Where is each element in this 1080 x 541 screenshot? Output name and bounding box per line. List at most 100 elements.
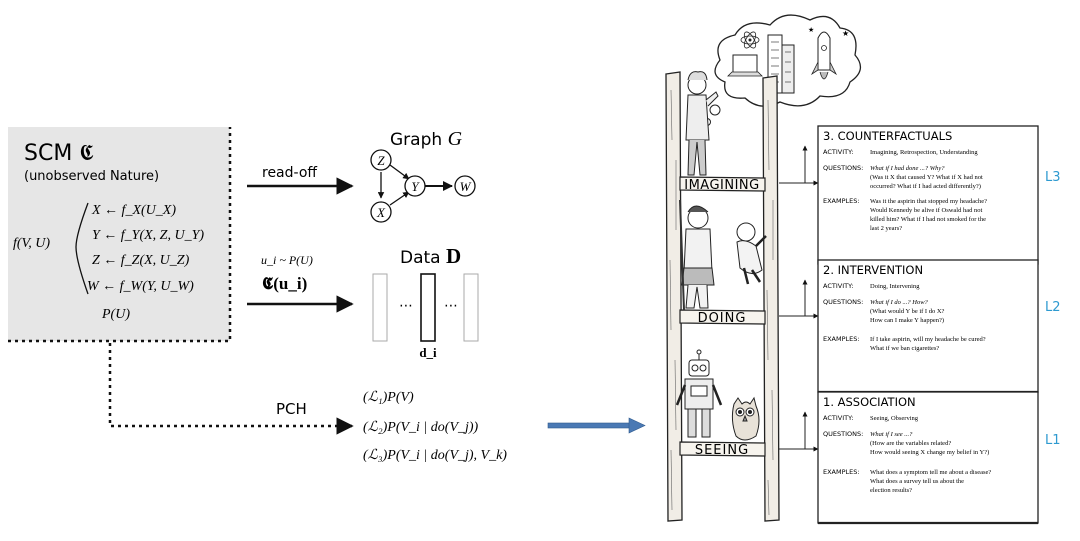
read-off-arrow: read-off <box>247 165 354 195</box>
card-association: 1. ASSOCIATION ACTIVITY: Seeing, Observi… <box>817 391 1039 525</box>
card-3-example-3: killed him? What if I had not smoked for… <box>870 216 986 223</box>
connector-lines <box>779 145 819 452</box>
card-3-example-2: Would Kennedy be alive if Oswald had not <box>870 207 982 214</box>
thought-cloud: ★ ★ <box>703 14 862 126</box>
scm-box: SCM 𝕮 (unobserved Nature) f(V, U) X ← f_… <box>8 127 232 343</box>
blue-connector-arrow <box>547 417 646 434</box>
card-1-question-1: What if I see ...? <box>870 431 913 438</box>
pch-level-3: (ℒ₃)P(V_i | do(V_j), V_k) <box>363 448 507 463</box>
card-1-activity: Seeing, Observing <box>870 415 919 422</box>
card-1-examples-label: EXAMPLES: <box>823 468 860 476</box>
pch-level-2: (ℒ₂)P(V_i | do(V_j)) <box>363 420 479 435</box>
svg-text:★: ★ <box>808 26 814 34</box>
scm-equation-w: W ← f_W(Y, U_W) <box>87 279 194 294</box>
card-1-example-1: What does a symptom tell me about a dise… <box>870 469 991 476</box>
robot-figure <box>675 349 723 438</box>
data-column-label: d_i <box>419 345 437 360</box>
card-3-activity: Imagining, Retrospection, Understanding <box>870 149 978 156</box>
graph-node-z <box>370 149 392 171</box>
data-column-n <box>463 273 479 342</box>
rung-seeing: SEEING <box>679 441 766 458</box>
card-3-question-2: (Was it X that caused Y? What if X had n… <box>870 174 983 181</box>
card-2-examples-label: EXAMPLES: <box>823 335 860 343</box>
scm-equation-x: X ← f_X(U_X) <box>91 203 176 218</box>
laptop-icon <box>727 54 763 77</box>
graph-node-w <box>454 175 476 197</box>
card-2-activity: Doing, Intervening <box>870 283 920 290</box>
scm-subtitle: (unobserved Nature) <box>24 169 159 184</box>
graph-node-w-label: W <box>460 179 472 194</box>
card-2-questions-label: QUESTIONS: <box>823 298 863 306</box>
card-3-questions-label: QUESTIONS: <box>823 164 863 172</box>
card-2-example-2: What if we ban cigarettes? <box>870 345 939 352</box>
ladder-left-rail <box>665 71 683 522</box>
card-1-title: 1. ASSOCIATION <box>823 395 916 409</box>
data-ellipsis-2: ⋯ <box>444 298 458 314</box>
card-2-question-1: What if I do ...? How? <box>870 299 929 306</box>
rung-doing-label: DOING <box>698 311 747 326</box>
card-3-question-1: What if I had done ...? Why? <box>870 165 945 172</box>
data-apply-label: 𝕮(u_i) <box>262 274 307 293</box>
scm-title: SCM 𝕮 <box>24 141 94 166</box>
scm-function-label: f(V, U) <box>13 236 50 251</box>
owl-figure <box>731 396 760 441</box>
card-1-question-2: (How are the variables related? <box>870 440 951 447</box>
scm-prior: P(U) <box>101 307 130 322</box>
thinker-figure <box>685 71 719 176</box>
card-2-question-3: How can I make Y happen?) <box>870 317 944 324</box>
data-title: Data D <box>400 244 461 268</box>
card-2-question-2: (What would Y be if I do X? <box>870 308 945 315</box>
pch-levels: (ℒ₁)P(V) (ℒ₂)P(V_i | do(V_j)) (ℒ₃)P(V_i … <box>363 390 507 463</box>
caveman-figure <box>679 199 715 311</box>
scm-equation-y: Y ← f_Y(X, Z, U_Y) <box>92 228 204 243</box>
card-1-example-2: What does a survey tell us about the <box>870 478 964 485</box>
skyscraper-icon <box>767 34 795 94</box>
card-2-example-1: If I take aspirin, will my headache be c… <box>870 336 986 343</box>
pch-level-1: (ℒ₁)P(V) <box>363 390 414 405</box>
card-2-activity-label: ACTIVITY: <box>823 282 853 290</box>
causal-graph: Graph G Z X Y W <box>370 128 476 223</box>
card-1-example-3: election results? <box>870 487 912 494</box>
baby-figure <box>736 222 767 285</box>
scm-brace <box>75 202 89 295</box>
card-3-question-3: occurred? What if I had acted differentl… <box>870 183 981 190</box>
card-1-question-3: How would seeing X change my belief in Y… <box>870 449 989 456</box>
pch-label: PCH <box>276 400 307 418</box>
atom-icon <box>740 31 760 49</box>
rung-imagining: IMAGINING <box>679 176 766 193</box>
card-1-activity-label: ACTIVITY: <box>823 414 853 422</box>
graph-title: Graph G <box>390 128 463 150</box>
level-label-l3: L3 <box>1045 170 1061 185</box>
scm-equation-z: Z ← f_Z(X, U_Z) <box>92 253 190 268</box>
graph-node-y <box>404 175 426 197</box>
graph-node-x-label: X <box>376 205 386 220</box>
card-3-examples-label: EXAMPLES: <box>823 197 860 205</box>
card-3-activity-label: ACTIVITY: <box>823 148 853 156</box>
level-label-l1: L1 <box>1045 433 1061 448</box>
data-ellipsis-1: ⋯ <box>399 298 413 314</box>
graph-node-x <box>370 201 392 223</box>
ladder-illustration: ★ ★ IMAGINING DOING SEEING <box>665 14 862 522</box>
rocket-icon: ★ ★ <box>808 26 849 80</box>
read-off-label: read-off <box>262 165 317 181</box>
rung-doing: DOING <box>679 309 766 326</box>
card-intervention: 2. INTERVENTION ACTIVITY: Doing, Interve… <box>817 259 1039 394</box>
ladder-right-rail <box>762 75 780 522</box>
card-3-example-4: last 2 years? <box>870 225 902 232</box>
data-table: Data D ⋯ ⋯ d_i <box>372 244 479 360</box>
data-sample-label: u_i ~ P(U) <box>261 253 313 267</box>
card-3-example-1: Was it the aspirin that stopped my heada… <box>870 198 987 205</box>
data-arrow: u_i ~ P(U) 𝕮(u_i) <box>247 253 354 313</box>
data-column-1 <box>372 273 388 342</box>
graph-node-y-label: Y <box>411 179 420 194</box>
rung-imagining-label: IMAGINING <box>684 178 759 193</box>
data-column-i <box>420 273 436 342</box>
level-label-l2: L2 <box>1045 300 1061 315</box>
card-1-questions-label: QUESTIONS: <box>823 430 863 438</box>
card-counterfactuals: 3. COUNTERFACTUALS ACTIVITY: Imagining, … <box>817 125 1039 266</box>
card-2-title: 2. INTERVENTION <box>823 263 923 277</box>
rung-seeing-label: SEEING <box>695 443 749 458</box>
card-3-title: 3. COUNTERFACTUALS <box>823 129 952 143</box>
graph-node-z-label: Z <box>377 153 385 168</box>
